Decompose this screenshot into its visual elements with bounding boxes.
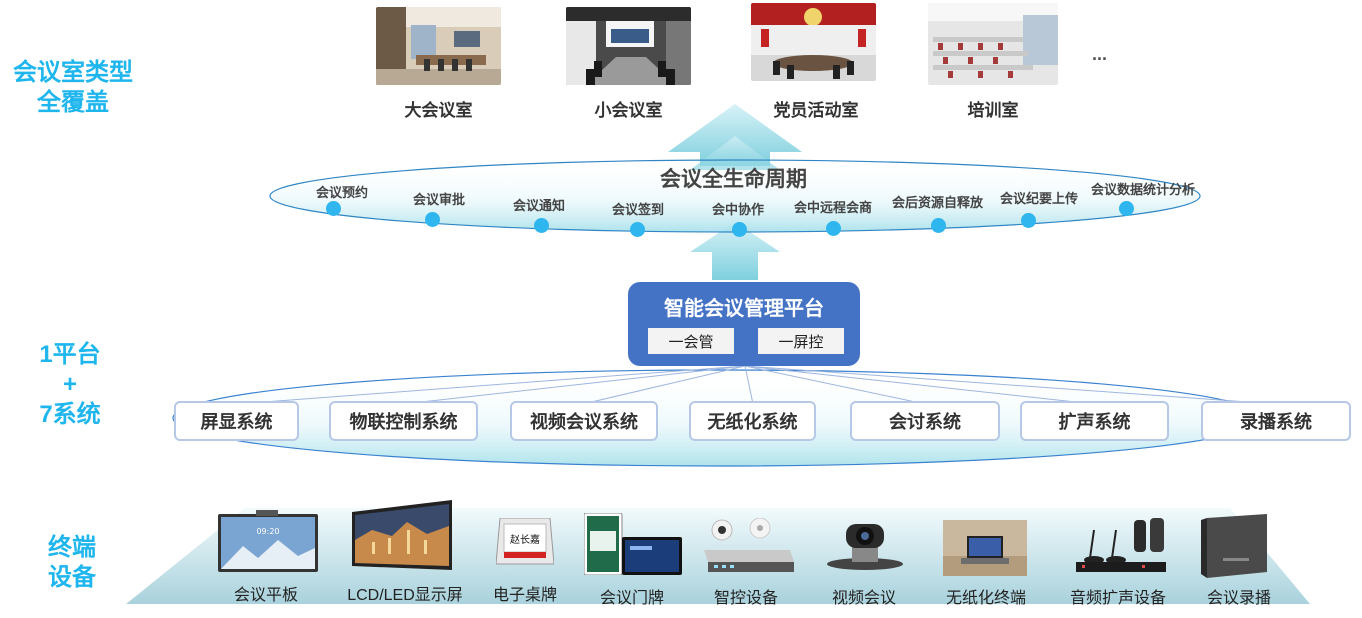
platform-connector-lines [236, 365, 1277, 405]
system-box: 会讨系统 [850, 401, 1000, 441]
terminal-label-line2: 设备 [48, 564, 96, 591]
platform-label-line1: 1平台 [39, 341, 101, 368]
lifecycle-dot [425, 212, 440, 227]
platform-label-line2: + [62, 371, 77, 398]
device-label: 电子桌牌 [492, 587, 557, 604]
platform-button-meeting[interactable]: 一会管 [648, 328, 734, 354]
room-type-label: 小会议室 [594, 101, 663, 120]
lifecycle-dot [630, 222, 645, 237]
lifecycle-stage: 会议预约 [316, 185, 369, 200]
platform-button-screen[interactable]: 一屏控 [758, 328, 844, 354]
room-types-label: 会议室类型 全覆盖 [8, 58, 138, 118]
room-types-label-line1: 会议室类型 [13, 59, 133, 86]
lifecycle-dot [732, 222, 747, 237]
room-types-label-line2: 全覆盖 [37, 89, 109, 116]
lifecycle-title: 会议全生命周期 [660, 168, 807, 191]
display-screen-icon [352, 500, 452, 570]
room-type-label: 大会议室 [404, 101, 473, 120]
platform-title: 智能会议管理平台 [664, 298, 824, 320]
door-sign-icon [584, 513, 682, 575]
recorder-icon [1201, 514, 1267, 578]
system-box: 录播系统 [1201, 401, 1351, 441]
system-box: 无纸化系统 [689, 401, 816, 441]
lifecycle-dot [931, 218, 946, 233]
terminal-devices-label: 终端 设备 [12, 533, 132, 593]
training-room-photo [928, 3, 1058, 85]
device-label: 会议门牌 [599, 590, 664, 607]
small-meeting-room-photo [566, 7, 691, 85]
lifecycle-dot [1021, 213, 1036, 228]
terminal-label-line1: 终端 [48, 534, 96, 561]
audio-device-icon [1076, 518, 1166, 572]
svg-text:09:20: 09:20 [256, 527, 279, 536]
lifecycle-dot [534, 218, 549, 233]
system-box: 扩声系统 [1020, 401, 1169, 441]
lifecycle-stage: 会议签到 [612, 202, 665, 217]
paperless-terminal-icon [943, 520, 1027, 576]
device-label: 音频扩声设备 [1069, 590, 1166, 607]
device-label: 智控设备 [713, 590, 778, 607]
lifecycle-stage: 会后资源自释放 [892, 195, 984, 210]
control-device-icon [704, 518, 794, 572]
lifecycle-stage: 会议通知 [513, 198, 566, 213]
lifecycle-ring-fill [270, 160, 1200, 232]
system-box: 屏显系统 [174, 401, 299, 441]
lifecycle-stage: 会中协作 [712, 202, 765, 217]
desk-sign-icon: 赵长嘉 [496, 518, 554, 565]
platform-systems-label: 1平台 + 7系统 [10, 340, 130, 430]
meeting-tablet-icon: 09:20 [218, 510, 318, 572]
device-label: 视频会议 [831, 590, 896, 607]
party-activity-room-photo [751, 3, 876, 81]
device-label: LCD/LED显示屏 [347, 587, 463, 604]
large-meeting-room-photo [376, 7, 501, 85]
desk-sign-text: 赵长嘉 [510, 533, 540, 546]
upward-arrow-bottom [690, 222, 780, 280]
room-type-label: 党员活动室 [773, 101, 859, 120]
device-label: 会议录播 [1206, 590, 1271, 607]
lifecycle-stage: 会议纪要上传 [1000, 191, 1079, 206]
platform-label-line3: 7系统 [39, 401, 101, 428]
system-box: 视频会议系统 [510, 401, 658, 441]
platform-box: 智能会议管理平台 一会管 一屏控 [628, 282, 860, 366]
lifecycle-stage: 会议数据统计分析 [1091, 182, 1196, 197]
room-type-label: 培训室 [967, 101, 1019, 120]
lifecycle-stage: 会议审批 [413, 192, 466, 207]
lifecycle-dot [326, 201, 341, 216]
system-box: 物联控制系统 [329, 401, 478, 441]
video-camera-icon [827, 524, 903, 570]
device-label: 无纸化终端 [945, 590, 1026, 607]
lifecycle-stage: 会中远程会商 [794, 200, 873, 215]
lifecycle-dot [1119, 201, 1134, 216]
lifecycle-dot [826, 221, 841, 236]
device-label: 会议平板 [233, 587, 298, 604]
more-room-types: ... [1092, 44, 1108, 64]
